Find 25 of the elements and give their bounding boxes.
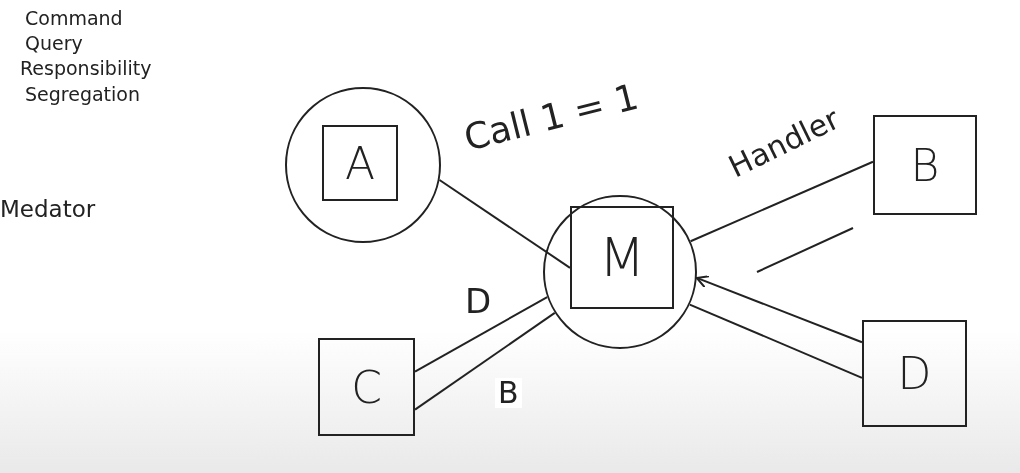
node-letter: M [598, 226, 646, 289]
letter-box [873, 115, 977, 215]
letter-box [570, 206, 674, 309]
note-text: Responsibility [20, 58, 152, 80]
edge-label: B [495, 378, 522, 408]
letter-box [862, 320, 967, 427]
note-text: Medator [0, 196, 96, 223]
node-letter: A [344, 137, 376, 189]
circle-outline [285, 87, 441, 243]
circle-outline [543, 195, 697, 349]
note-text: Segregation [25, 84, 140, 106]
arrow [695, 275, 863, 344]
letter-box [322, 125, 398, 201]
note-text: Query [25, 33, 83, 55]
connector-line [414, 296, 549, 373]
note-text: Command [25, 8, 123, 30]
connector-line [414, 311, 556, 411]
node-letter: D [897, 348, 932, 399]
connector-line [689, 160, 874, 243]
note-text: Call 1 = 1 [460, 75, 643, 159]
node-letter: B [910, 139, 940, 191]
connector-line [438, 179, 571, 269]
node-letter: C [351, 361, 382, 413]
connector-line [688, 303, 863, 379]
letter-box [318, 338, 415, 436]
